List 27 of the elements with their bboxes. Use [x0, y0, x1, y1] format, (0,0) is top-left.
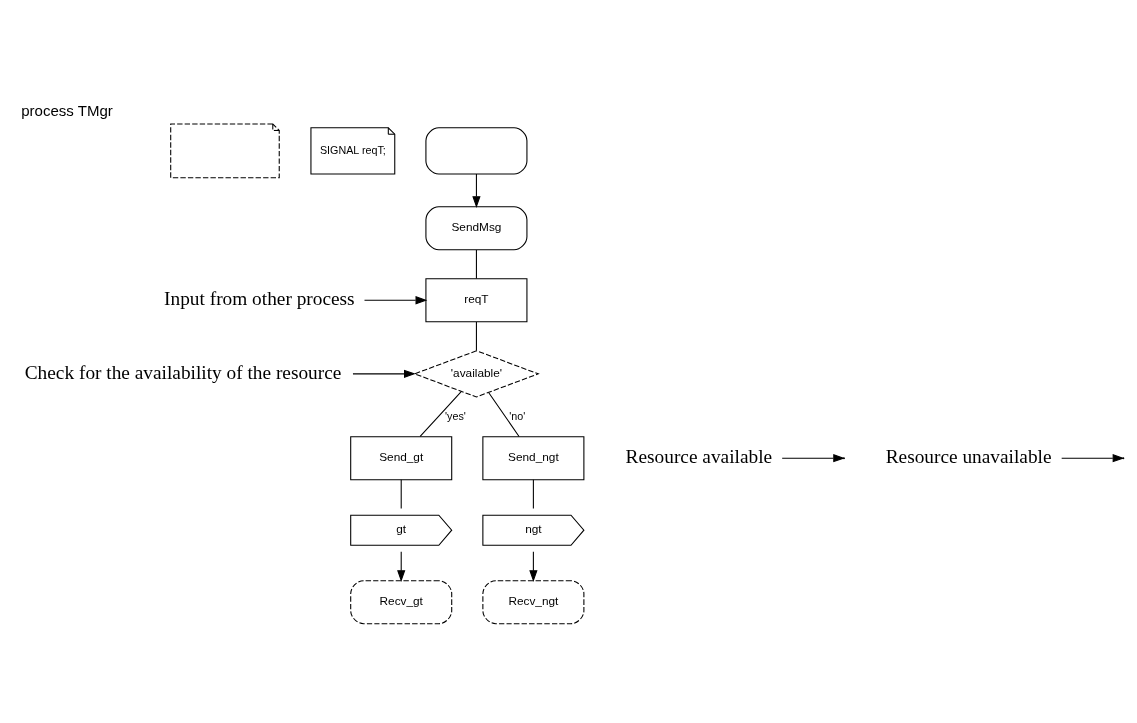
- connector: [488, 392, 520, 437]
- node-text: Check for the availability of the resource: [24, 361, 342, 383]
- node-box: Recv_ngt: [482, 580, 585, 625]
- connector: [475, 321, 477, 351]
- node-box: [425, 127, 528, 175]
- arrow: [781, 454, 846, 463]
- edge-label: 'no': [509, 409, 526, 422]
- node-box: Send_gt: [350, 436, 453, 481]
- connector: [475, 249, 477, 280]
- node-diamond: 'available': [413, 350, 540, 398]
- arrow: [352, 369, 416, 378]
- node-text: Resource unavailable: [885, 445, 1052, 467]
- edge-label: 'yes': [445, 409, 466, 422]
- diagram-title: process TMgr: [21, 101, 113, 119]
- node-box: Send_ngt: [482, 436, 585, 481]
- connector: [400, 479, 402, 509]
- arrow: [529, 551, 538, 583]
- node-box: reqT: [425, 278, 528, 323]
- arrow: [363, 296, 428, 305]
- arrow: [472, 173, 481, 209]
- connector: [532, 479, 534, 509]
- connector: [419, 391, 462, 437]
- node-box: Recv_gt: [350, 580, 453, 625]
- arrow: [397, 551, 406, 583]
- node-text: Input from other process: [164, 287, 355, 309]
- node-text: Resource available: [625, 445, 773, 467]
- node-box: SendMsg: [425, 206, 528, 251]
